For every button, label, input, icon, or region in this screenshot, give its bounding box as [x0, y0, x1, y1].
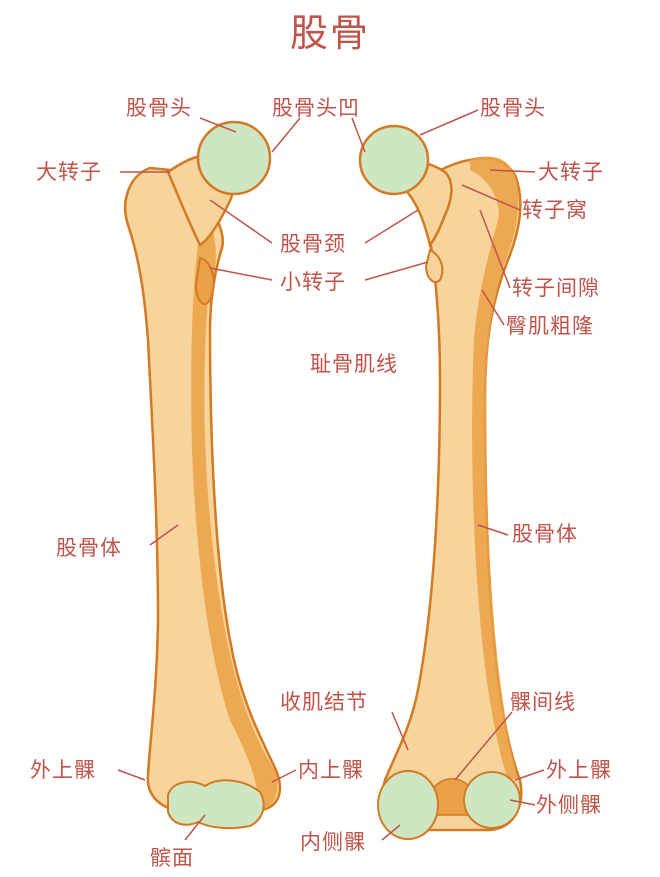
label-shaft-left: 股骨体: [56, 536, 122, 560]
left-femur-head: [196, 120, 272, 196]
leader-line-trochanteric-fossa: [461, 184, 521, 211]
right-femur-shadow: [470, 156, 519, 780]
leader-line-shaft-left: [149, 524, 179, 546]
leader-line-fovea-right: [351, 117, 366, 153]
label-adductor-tubercle: 收肌结节: [280, 690, 368, 714]
leader-line-lateral-epicondyle-left: [117, 769, 146, 781]
label-femur-head-right: 股骨头: [480, 96, 546, 120]
label-gluteal-tuberosity: 臀肌粗隆: [506, 314, 594, 338]
label-pectineal-line: 耻骨肌线: [310, 352, 398, 376]
leader-line-lesser-trochanter-right: [364, 261, 429, 281]
label-lesser-trochanter: 小转子: [280, 270, 346, 294]
leader-line-femur-neck: [209, 199, 273, 244]
right-femur-head: [358, 124, 430, 196]
leader-line-shaft-right: [477, 524, 509, 536]
label-femur-head-left: 股骨头: [126, 96, 192, 120]
leader-line-intercondylar-line: [454, 711, 513, 781]
leader-line-gluteal-tuberosity: [481, 289, 505, 326]
label-medial-epicondyle: 内上髁: [298, 758, 364, 782]
label-patellar-surface: 髌面: [150, 846, 194, 870]
right-lateral-condyle: [463, 771, 521, 829]
left-patellar-surface: [167, 779, 265, 830]
label-lateral-condyle: 外侧髁: [536, 793, 602, 817]
leader-line-patellar-surface: [184, 814, 206, 841]
label-intertrochanteric-crest: 转子间隙: [512, 276, 600, 300]
label-lateral-epicondyle-right: 外上髁: [546, 758, 612, 782]
left-femur: [123, 120, 282, 830]
leader-line-medial-condyle: [381, 824, 401, 841]
leader-line-lesser-trochanter: [209, 267, 273, 281]
label-shaft-right: 股骨体: [512, 522, 578, 546]
label-greater-trochanter-left: 大转子: [36, 160, 102, 184]
label-greater-trochanter-right: 大转子: [538, 160, 604, 184]
right-lesser-trochanter: [424, 248, 444, 284]
leader-line-femur-head-right: [419, 109, 479, 136]
leader-line-adductor-tubercle: [391, 711, 409, 751]
leader-line-intertrochanteric-crest: [479, 209, 511, 289]
leader-line-lateral-epicondyle-right: [514, 769, 545, 781]
label-intercondylar-line: 髁间线: [510, 690, 576, 714]
label-femur-neck: 股骨颈: [280, 232, 346, 256]
label-trochanteric-fossa: 转子窝: [522, 198, 588, 222]
left-lesser-trochanter: [194, 256, 215, 305]
leader-line-femur-neck-right: [364, 209, 419, 244]
right-femur: [358, 124, 523, 840]
leader-line-medial-epicondyle: [271, 769, 297, 783]
leader-lines: [117, 109, 545, 841]
label-lateral-epicondyle-left: 外上髁: [30, 758, 96, 782]
right-medial-condyle: [377, 770, 439, 840]
leader-line-fovea: [271, 117, 301, 153]
label-fovea: 股骨头凹: [272, 96, 360, 120]
label-medial-condyle: 内侧髁: [300, 830, 366, 854]
leader-line-lateral-condyle: [509, 799, 536, 806]
diagram-title: 股骨: [289, 11, 370, 55]
leader-line-femur-head-left: [199, 117, 237, 133]
leader-line-greater-trochanter-right: [489, 169, 536, 173]
